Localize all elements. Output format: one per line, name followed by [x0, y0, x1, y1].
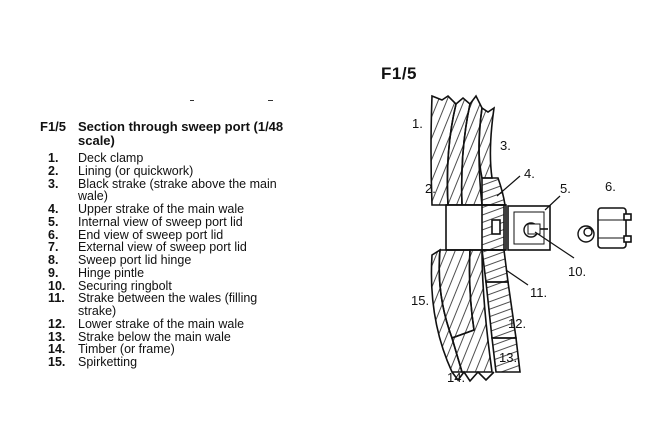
lid-end-view	[597, 207, 632, 249]
callout-1: 1.	[412, 116, 423, 131]
timber-lower-part	[430, 248, 464, 373]
legend-text: Timber (or frame)	[78, 342, 175, 357]
legend-number: 6.	[48, 227, 59, 242]
legend-number: 8.	[48, 253, 59, 268]
lid-hinge	[491, 219, 501, 235]
callout-3: 3.	[500, 138, 511, 153]
scan-mark	[268, 100, 273, 101]
legend-item: 10. Securing ringbolt	[40, 280, 340, 293]
legend-item: 14. Timber (or frame)	[40, 343, 340, 356]
legend-text: Lining (or quickwork)	[78, 163, 194, 178]
lid-internal-view	[507, 205, 551, 251]
legend-text: Upper strake of the main wale	[78, 201, 245, 216]
legend-item: 1. Deck clamp	[40, 152, 340, 165]
leader-lines	[496, 175, 575, 286]
callout-10: 10.	[568, 264, 586, 279]
legend-number: 11.	[48, 291, 65, 306]
strake-below-wale-part	[491, 337, 521, 373]
filling-strake-part	[481, 249, 509, 283]
legend-number: 4.	[48, 201, 59, 216]
legend-item: 9. Hinge pintle	[40, 267, 340, 280]
legend-heading: F1/5 Section through sweep port (1/48 sc…	[40, 120, 340, 148]
legend-number: 2.	[48, 163, 59, 178]
legend-number: 5.	[48, 214, 59, 229]
legend-item: 11. Strake between the wales (filling str…	[40, 292, 340, 317]
callout-12: 12.	[508, 316, 526, 331]
legend-text: End view of sweep port lid	[78, 227, 224, 242]
legend-text: Strake below the main wale	[78, 329, 231, 344]
legend-number: 3.	[48, 176, 59, 191]
frame-lower-part	[451, 249, 493, 373]
legend-text: Sweep port lid hinge	[78, 253, 192, 268]
callout-15: 15.	[411, 293, 429, 308]
figure-title: F1/5	[381, 64, 418, 83]
legend-figure-title: Section through sweep port (1/48 scale)	[78, 119, 284, 148]
legend-text: Lower strake of the main wale	[78, 316, 245, 331]
legend-list: 1. Deck clamp 2. Lining (or quickwork) 3. B…	[40, 152, 340, 369]
legend-text: Securing ringbolt	[78, 278, 172, 293]
legend-text: Internal view of sweep port lid	[78, 214, 243, 229]
legend-item: 12. Lower strake of the main wale	[40, 318, 340, 331]
black-strake-part	[478, 106, 496, 179]
ringbolt-view	[577, 225, 595, 243]
legend-item: 15. Spirketting	[40, 356, 340, 369]
legend-text: External view of sweep port lid	[78, 240, 247, 255]
hull-section	[430, 94, 521, 383]
callout-4: 4.	[524, 166, 535, 181]
legend-number: 14.	[48, 342, 66, 357]
callout-6: 6.	[605, 179, 616, 194]
callout-13: 13.	[499, 350, 517, 365]
legend-text: Spirketting	[78, 355, 138, 370]
legend-number: 10.	[48, 278, 66, 293]
scan-mark	[190, 100, 194, 101]
legend-number: 1.	[48, 151, 59, 165]
legend-item: 8. Sweep port lid hinge	[40, 254, 340, 267]
legend-item: 3. Black strake (strake above the main wa…	[40, 176, 340, 204]
legend-text: Black strake (strake above the main wale…	[78, 176, 277, 204]
legend-number: 13.	[48, 329, 66, 344]
legend-text: Hinge pintle	[78, 265, 145, 280]
legend-text: Deck clamp	[78, 151, 144, 165]
callout-14: 14.	[447, 370, 465, 385]
legend-item: 5. Internal view of sweep port lid	[40, 216, 340, 229]
legend-number: 12.	[48, 316, 66, 331]
legend-number: 15.	[48, 355, 66, 370]
legend: F1/5 Section through sweep port (1/48 sc…	[40, 120, 340, 369]
callout-5: 5.	[560, 181, 571, 196]
legend-item: 6. End view of sweep port lid	[40, 227, 340, 242]
legend-item: 13. Strake below the main wale	[40, 329, 340, 344]
callout-11: 11.	[530, 285, 547, 300]
legend-item: 2. Lining (or quickwork)	[40, 165, 340, 178]
legend-text: Strake between the wales (filling strake…	[78, 291, 258, 318]
callout-2: 2.	[425, 181, 436, 196]
legend-number: 9.	[48, 265, 59, 280]
legend-number: 7.	[48, 240, 59, 255]
legend-item: 4. Upper strake of the main wale	[40, 203, 340, 216]
legend-figure-code: F1/5	[40, 119, 67, 134]
legend-item: 7. External view of sweep port lid	[40, 241, 340, 254]
